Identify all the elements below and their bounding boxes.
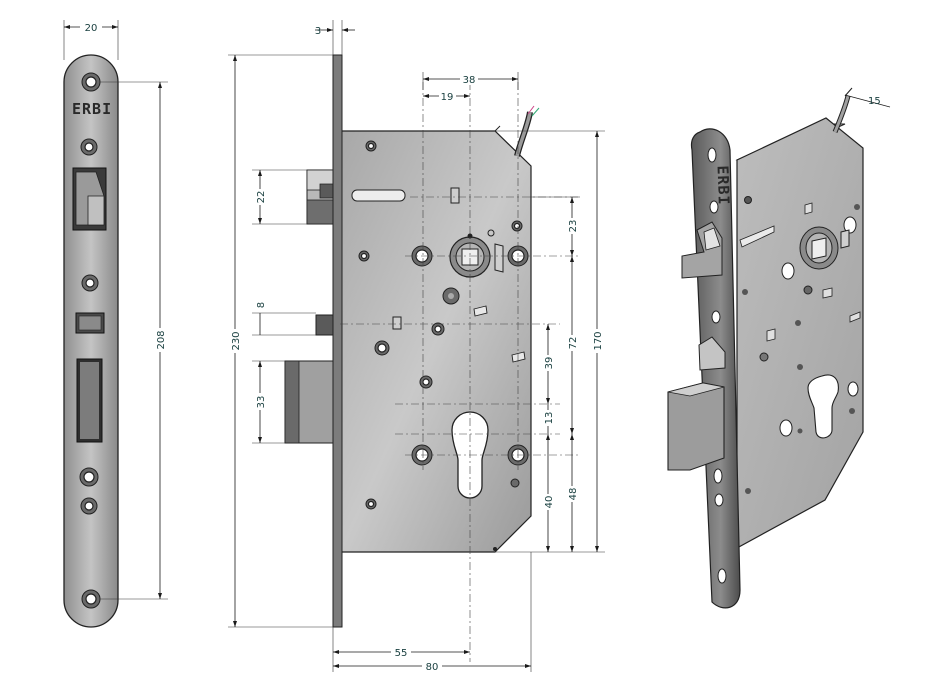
dim-backset: 55 [395,648,408,659]
center-lines [340,82,580,662]
iso-follower-hub [799,226,839,270]
dim-small-offset: 13 [544,412,555,425]
follower-hub [449,233,491,278]
iso-lock-case [736,117,864,550]
dim-hole-to-cylinder: 39 [544,357,555,370]
dim-deadbolt: 33 [256,396,267,409]
deadbolt [284,360,334,444]
dim-cable-length: 15 [868,96,881,107]
dim-plate-thickness: 3 [315,26,321,37]
dim-cylinder-to-bottom: 40 [544,496,555,509]
faceplate-front-view: ERBI [63,54,119,628]
aux-bolt [315,314,334,336]
brand-logo: ERBI [72,100,112,118]
dim-aux-bolt: 8 [256,302,267,308]
dim-hub-offset: 19 [441,92,454,103]
dim-latch-height: 22 [256,191,267,204]
follower-slot [351,189,406,202]
dim-case-height: 170 [593,331,604,350]
iso-deadbolt [667,382,725,471]
dim-case-depth: 80 [426,662,439,673]
dim-cylinder-to-case-bottom: 48 [568,488,579,501]
lock-isometric-view: 15 ERBI [667,87,891,609]
dim-hub-to-cylinder: 72 [568,337,579,350]
faceplate-dimensions: 20 208 [63,20,168,600]
dim-case-top-to-hub: 23 [568,220,579,233]
latch-bolt [306,169,334,225]
dim-faceplate-height: 208 [156,330,167,349]
lock-body-side-view [284,54,540,628]
faceplate-edge [332,54,343,628]
dim-screw-spacing: 38 [463,75,476,86]
dim-overall-height: 230 [231,331,242,350]
iso-cylinder-cutout [807,374,839,439]
side-view-dimensions: 3 230 22 8 33 3 [228,20,605,673]
dim-faceplate-width: 20 [85,23,98,34]
svg-text:ERBI: ERBI [714,165,733,206]
